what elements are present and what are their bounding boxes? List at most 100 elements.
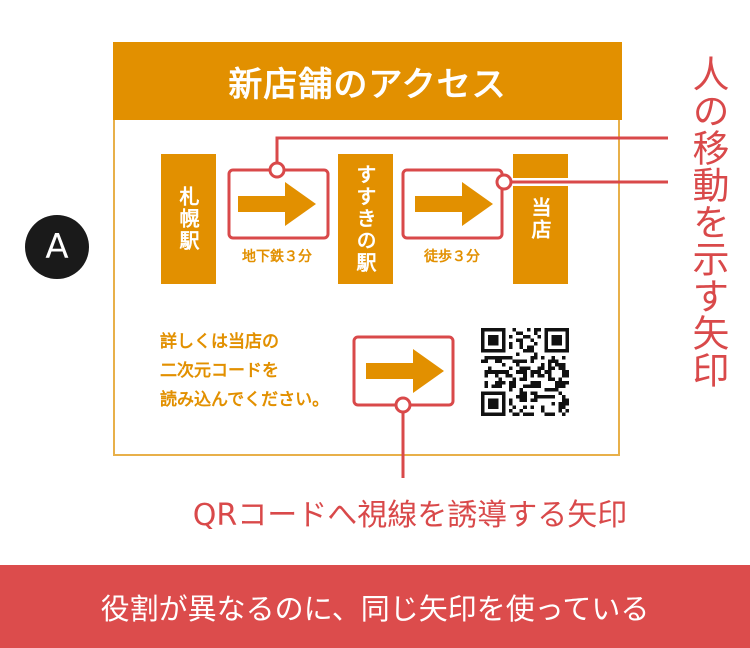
qr-module xyxy=(495,373,499,378)
info-line: 詳しくは当店の xyxy=(160,332,279,352)
qr-module xyxy=(491,370,496,374)
qr-module xyxy=(481,398,485,402)
qr-module xyxy=(551,377,555,381)
qr-module xyxy=(502,405,506,409)
qr-module xyxy=(565,398,569,402)
station-sapporo: 札幌駅 xyxy=(161,154,216,284)
caption-band: 役割が異なるのに、同じ矢印を使っている xyxy=(0,565,750,648)
qr-module xyxy=(533,370,538,374)
qr-module xyxy=(512,359,517,364)
station-shop: 当店 xyxy=(513,154,568,284)
qr-module xyxy=(491,384,496,388)
qr-module xyxy=(558,342,562,346)
qr-module xyxy=(561,405,566,409)
qr-module xyxy=(530,373,534,378)
qr-module xyxy=(495,335,499,339)
qr-module xyxy=(484,373,489,378)
qr-module xyxy=(530,380,534,385)
qr-module xyxy=(547,373,552,378)
qr-module xyxy=(502,342,506,346)
qr-module xyxy=(498,412,503,416)
qr-module xyxy=(519,398,524,402)
qr-module xyxy=(551,359,555,364)
qr-module xyxy=(526,366,531,371)
qr-module xyxy=(498,359,503,364)
qr-module xyxy=(512,380,517,385)
qr-module xyxy=(561,384,566,388)
qr-module xyxy=(554,349,559,353)
qr-module xyxy=(540,363,545,367)
qr-module xyxy=(554,342,559,346)
qr-module xyxy=(516,331,520,336)
qr-module xyxy=(502,370,506,374)
qr-module xyxy=(561,328,566,332)
qr-module xyxy=(519,391,524,395)
qr-module xyxy=(544,412,548,416)
qr-module xyxy=(519,338,524,343)
qr-module xyxy=(481,328,485,332)
qr-module xyxy=(516,363,520,367)
qr-module xyxy=(561,366,566,371)
qr-module xyxy=(495,412,499,416)
qr-module xyxy=(540,366,545,371)
qr-module xyxy=(502,394,506,399)
qr-module xyxy=(547,377,552,381)
qr-module xyxy=(565,335,569,339)
qr-module xyxy=(537,370,541,374)
qr-module xyxy=(481,331,485,336)
qr-module xyxy=(544,387,548,392)
qr-module xyxy=(488,401,492,406)
qr-module xyxy=(488,405,492,409)
qr-module xyxy=(554,384,559,388)
qr-module xyxy=(495,328,499,332)
qr-arrow-icon xyxy=(366,349,444,393)
qr-module xyxy=(551,338,555,343)
qr-module xyxy=(565,401,569,406)
qr-module xyxy=(561,370,566,374)
subway-arrow-icon xyxy=(238,182,316,226)
qr-module xyxy=(523,394,527,399)
qr-module xyxy=(502,356,506,360)
qr-module xyxy=(558,377,562,381)
qr-module xyxy=(481,345,485,350)
qr-module xyxy=(505,356,510,360)
qr-module xyxy=(558,408,562,413)
qr-module xyxy=(491,342,496,346)
qr-module xyxy=(540,394,545,399)
qr-module xyxy=(530,412,534,416)
qr-module xyxy=(509,387,513,392)
pointer-dot xyxy=(268,161,286,179)
qr-module xyxy=(565,373,569,378)
qr-module xyxy=(561,373,566,378)
qr-module xyxy=(558,391,562,395)
walk-arrow-icon xyxy=(415,182,493,226)
qr-module xyxy=(547,359,552,364)
qr-module xyxy=(488,335,492,339)
qr-module xyxy=(495,380,499,385)
qr-module xyxy=(484,359,489,364)
qr-module xyxy=(484,356,489,360)
qr-module xyxy=(516,412,520,416)
qr-module xyxy=(491,356,496,360)
qr-module xyxy=(488,366,492,371)
qr-module xyxy=(498,328,503,332)
qr-module xyxy=(484,380,489,385)
qr-module xyxy=(512,328,517,332)
qr-module xyxy=(523,384,527,388)
qr-module xyxy=(505,373,510,378)
qr-module xyxy=(544,331,548,336)
pointer-dot xyxy=(495,173,513,191)
qr-module xyxy=(519,359,524,364)
qr-module xyxy=(481,338,485,343)
leader-line xyxy=(275,136,668,162)
qr-module xyxy=(565,331,569,336)
qr-module xyxy=(547,387,552,392)
qr-module xyxy=(481,412,485,416)
qr-module xyxy=(530,405,534,409)
qr-module xyxy=(533,328,538,332)
qr-module xyxy=(544,342,548,346)
qr-module xyxy=(491,335,496,339)
qr-module xyxy=(495,370,499,374)
qr-module xyxy=(488,356,492,360)
qr-module xyxy=(533,391,538,395)
